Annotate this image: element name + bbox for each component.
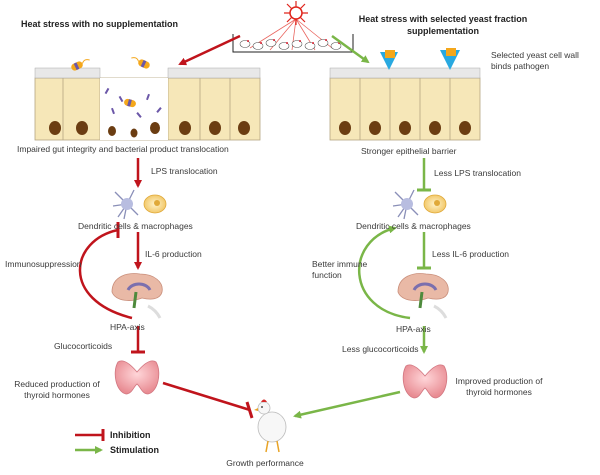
yeast-cell-wall-icon [380, 48, 460, 70]
inhibit-growth-left [162, 381, 251, 412]
hpa-axis-right-label: HPA-axis [396, 324, 431, 334]
better-immune-label-line2: function [312, 270, 342, 280]
dendritic-cell-icon [112, 189, 419, 220]
dc-macrophages-left-label: Dendritic cells & macrophages [78, 221, 193, 231]
better-immune-label-line1: Better immune [312, 259, 368, 269]
right-epithelium [329, 67, 481, 141]
macrophage-icon [143, 194, 447, 214]
yeast-binds-label-line2: binds pathogen [491, 61, 550, 71]
glucocorticoids-label: Glucocorticoids [54, 341, 113, 351]
heat-sun-icon [249, 1, 333, 51]
inhibit-immunosuppression [78, 228, 133, 320]
dc-macrophages-right-label: Dendritic cells & macrophages [356, 221, 471, 231]
reduced-thyroid-label-line2: thyroid hormones [24, 390, 90, 400]
arrow-better-immune [358, 225, 411, 320]
left-title: Heat stress with no supplementation [21, 19, 179, 29]
stronger-barrier-label: Stronger epithelial barrier [361, 146, 457, 156]
reduced-thyroid-label-line1: Reduced production of [14, 379, 100, 389]
hpa-axis-left-label: HPA-axis [110, 322, 145, 332]
chicken-icon [254, 399, 287, 453]
il6-production-label: IL-6 production [145, 249, 202, 259]
legend-inhibition-label: Inhibition [110, 430, 151, 440]
thyroid-icon [114, 360, 448, 399]
improved-thyroid-label-line1: Improved production of [455, 376, 543, 386]
arrow-to-right-panel [331, 34, 370, 64]
chicken-flock-icon [232, 34, 354, 53]
less-glucocorticoids-label: Less glucocorticoids [342, 344, 419, 354]
growth-performance-label: Growth performance [226, 458, 304, 468]
arrow-to-left-panel [178, 34, 241, 66]
right-title-line1: Heat stress with selected yeast fraction [358, 14, 528, 24]
yeast-binds-label-line1: Selected yeast cell wall [491, 50, 579, 60]
legend-stimulation-label: Stimulation [110, 445, 159, 455]
lps-translocation-label: LPS translocation [151, 166, 218, 176]
bacterium-icon [71, 57, 150, 108]
less-lps-label: Less LPS translocation [434, 168, 521, 178]
arrow-growth-right [293, 390, 401, 419]
brain-icon [111, 273, 449, 319]
right-title-line2: supplementation [406, 26, 479, 36]
immunosuppression-label: Immunosuppression [5, 259, 82, 269]
legend [75, 429, 105, 454]
left-epithelium [34, 67, 261, 141]
improved-thyroid-label-line2: thyroid hormones [466, 387, 532, 397]
impaired-gut-label: Impaired gut integrity and bacterial pro… [17, 144, 229, 154]
less-il6-label: Less IL-6 production [432, 249, 510, 259]
